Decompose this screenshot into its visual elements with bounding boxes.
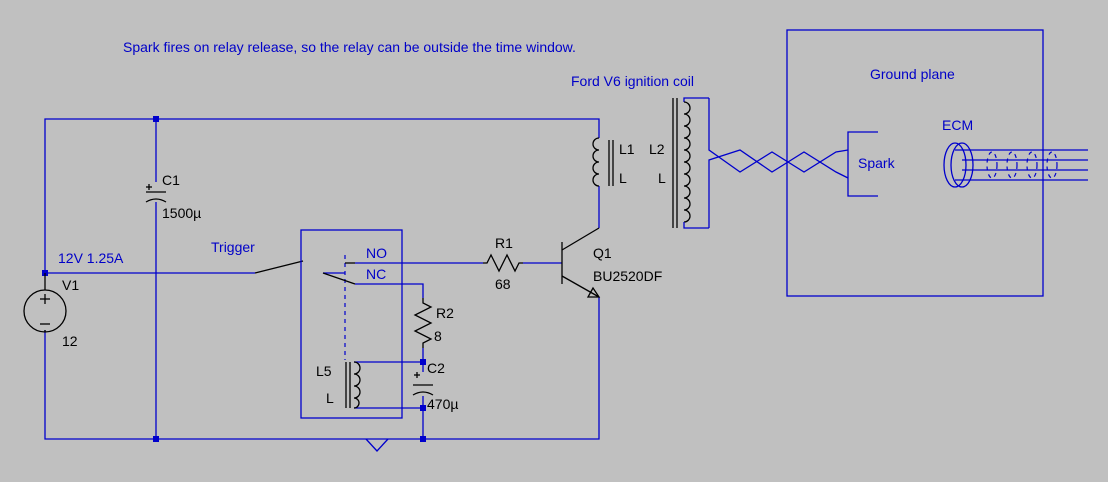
r2-ref-label: R2 [436,305,454,321]
q1-ref-label: Q1 [593,245,612,261]
c2-ref-label: C2 [427,360,445,376]
voltage-source-v1[interactable] [23,273,67,333]
relay[interactable] [300,229,403,419]
l2-value-label: L [658,170,666,186]
relay-armature [322,272,356,285]
coil-title-label: Ford V6 ignition coil [571,73,694,89]
transistor-q1[interactable] [561,227,601,298]
junction-c2-top [420,359,426,365]
ecm-module[interactable] [943,142,1088,188]
c2-value-label: 470µ [427,396,458,412]
junction-c2-bottom [420,405,426,411]
l5-value-label: L [326,390,334,406]
spark-gap[interactable] [847,131,878,197]
v1-ref-label: V1 [62,277,79,293]
trigger-label: Trigger [211,239,255,255]
junction-c1-bottom [153,436,159,442]
relay-no-label: NO [366,245,387,261]
c1-ref-label: C1 [162,172,180,188]
wires [44,118,600,440]
v1-value-label: 12 [62,333,78,349]
spark-label: Spark [858,155,896,171]
ground-plane-label: Ground plane [870,66,955,82]
inductor-l2[interactable] [672,97,709,229]
note-text: Spark fires on relay release, so the rel… [123,39,576,55]
l1-value-label: L [619,170,627,186]
r1-ref-label: R1 [495,235,513,251]
relay-nc-label: NC [366,266,386,282]
source-rating-label: 12V 1.25A [58,250,124,266]
ground-plane-box [786,29,1044,297]
trigger-switch[interactable] [254,260,304,274]
spark-twisted-leads [708,98,849,228]
l1-ref-label: L1 [619,141,635,157]
q1-value-label: BU2520DF [593,268,662,284]
l5-ref-label: L5 [316,363,332,379]
capacitor-c1[interactable] [145,184,167,203]
junction-c1-top [153,116,159,122]
resistor-r1[interactable] [483,253,523,273]
r2-value-label: 8 [434,328,442,344]
ecm-label: ECM [942,117,973,133]
r1-value-label: 68 [495,276,511,292]
inductor-l5[interactable] [345,361,361,409]
capacitor-c2[interactable] [412,372,434,396]
l2-ref-label: L2 [649,141,665,157]
inductor-l1[interactable] [592,137,614,187]
resistor-r2[interactable] [413,298,433,348]
ground-symbol [365,438,389,452]
c1-value-label: 1500µ [162,205,201,221]
junction-ground [420,436,426,442]
